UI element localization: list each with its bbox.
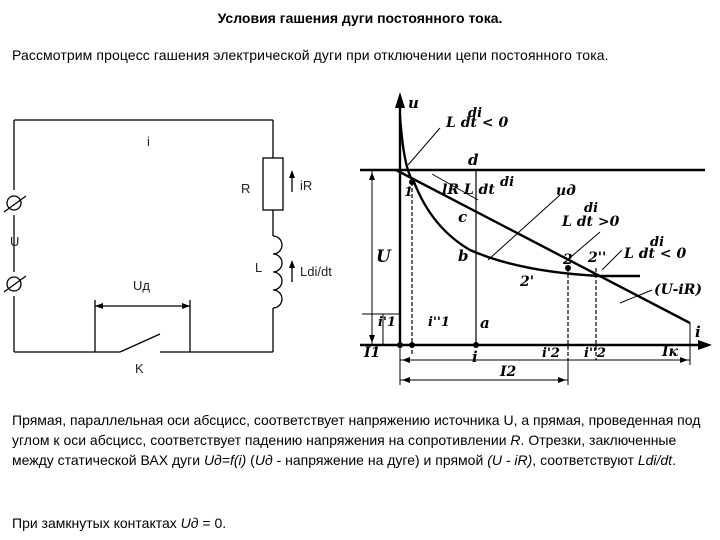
intro-text: Рассмотрим процесс гашения электрической… — [12, 47, 609, 63]
leader-uir — [619, 289, 653, 304]
y-axis-label: u — [408, 94, 419, 112]
point-d: d — [468, 151, 479, 169]
circuit-arrowheads — [95, 170, 295, 309]
point-1: 1 — [404, 185, 413, 200]
pos-annotation-num: di — [584, 201, 598, 216]
ir-label: iR — [300, 178, 312, 193]
point-c: c — [458, 208, 467, 226]
contact-switch — [119, 333, 161, 353]
para2-text-5: , соответствуют — [532, 452, 638, 468]
graph-arrowheads — [369, 92, 712, 383]
I2-label: I2 — [499, 364, 517, 380]
source-label: U — [10, 234, 19, 249]
leader-iR — [431, 173, 479, 201]
i2p-label: i'2 — [542, 346, 560, 361]
para3-text-2: = 0. — [198, 515, 227, 531]
terminal-bottom — [6, 276, 22, 292]
para2-text-1: Прямая, параллельная оси абсцисс, соотве… — [12, 412, 701, 448]
inductor — [272, 235, 283, 309]
ldi-label: Ldi/dt — [300, 264, 332, 279]
para2-text-2: . Отрезки, заключенные между статической… — [12, 432, 677, 468]
leader-neg — [601, 249, 623, 271]
para2-text-3: ( — [246, 452, 255, 468]
leader-ud — [487, 194, 561, 261]
top-annotation: L dt < 0 — [445, 115, 508, 131]
leader-pos — [564, 231, 601, 263]
graph-lines — [360, 102, 705, 385]
arc-voltage-label: Uд — [133, 278, 150, 293]
resistor-label: R — [241, 181, 250, 196]
resistor — [262, 157, 284, 211]
circuit-diagram — [3, 119, 293, 353]
u-ir-line — [395, 168, 691, 325]
leader-top — [407, 127, 441, 166]
arc-vac-curve — [398, 115, 640, 278]
para2-ud: Uд — [254, 452, 273, 468]
terminal-top — [6, 195, 22, 211]
para2-R: R — [510, 432, 521, 448]
pos-annotation: L dt >0 — [561, 214, 620, 230]
i1pp-label: i''1 — [428, 315, 450, 330]
x-axis-label: i — [695, 323, 701, 341]
explanation-paragraph: Прямая, параллельная оси абсцисс, соотве… — [12, 410, 712, 470]
ud-label: uд — [556, 183, 576, 199]
para2-text-4: - напряжение на дуге) и прямой — [272, 452, 488, 468]
I1-label: I1 — [363, 345, 380, 361]
current-label: i — [147, 134, 150, 149]
Ik-label: Iк — [661, 344, 679, 360]
iR-annotation: lR L dt — [442, 182, 495, 198]
inductor-label: L — [255, 260, 262, 275]
u-ir-label: (U-iR) — [654, 282, 702, 298]
point-b: b — [458, 247, 469, 265]
top-annotation-num: di — [468, 106, 482, 121]
contact-label: K — [135, 361, 144, 376]
para2-ud-function: Uд=f(i) — [203, 452, 247, 468]
point-2pp: 2'' — [587, 250, 606, 266]
neg-annotation: L dt < 0 — [623, 246, 686, 262]
point-a: a — [480, 314, 490, 332]
page-title: Условия гашения дуги постоянного тока. — [217, 10, 503, 26]
neg-annotation-num: di — [650, 235, 664, 250]
para2-text-6: . — [672, 452, 676, 468]
closed-contacts-paragraph: При замкнутых контактах Uд = 0. — [12, 515, 712, 531]
para3-ud: Uд — [180, 515, 199, 531]
para2-ldi: Ldi/dt — [637, 452, 673, 468]
i-bottom-label: i — [472, 348, 478, 366]
i2pp-label: i''2 — [584, 346, 606, 361]
para2-u-ir: (U - iR) — [487, 452, 533, 468]
i1p-label: i'1 — [378, 315, 396, 330]
point-2p: 2' — [519, 274, 534, 290]
iR-annotation-num: di — [500, 175, 514, 190]
para3-text-1: При замкнутых контактах — [12, 515, 181, 531]
point-2: 2 — [562, 252, 573, 268]
U-label: U — [376, 247, 392, 267]
